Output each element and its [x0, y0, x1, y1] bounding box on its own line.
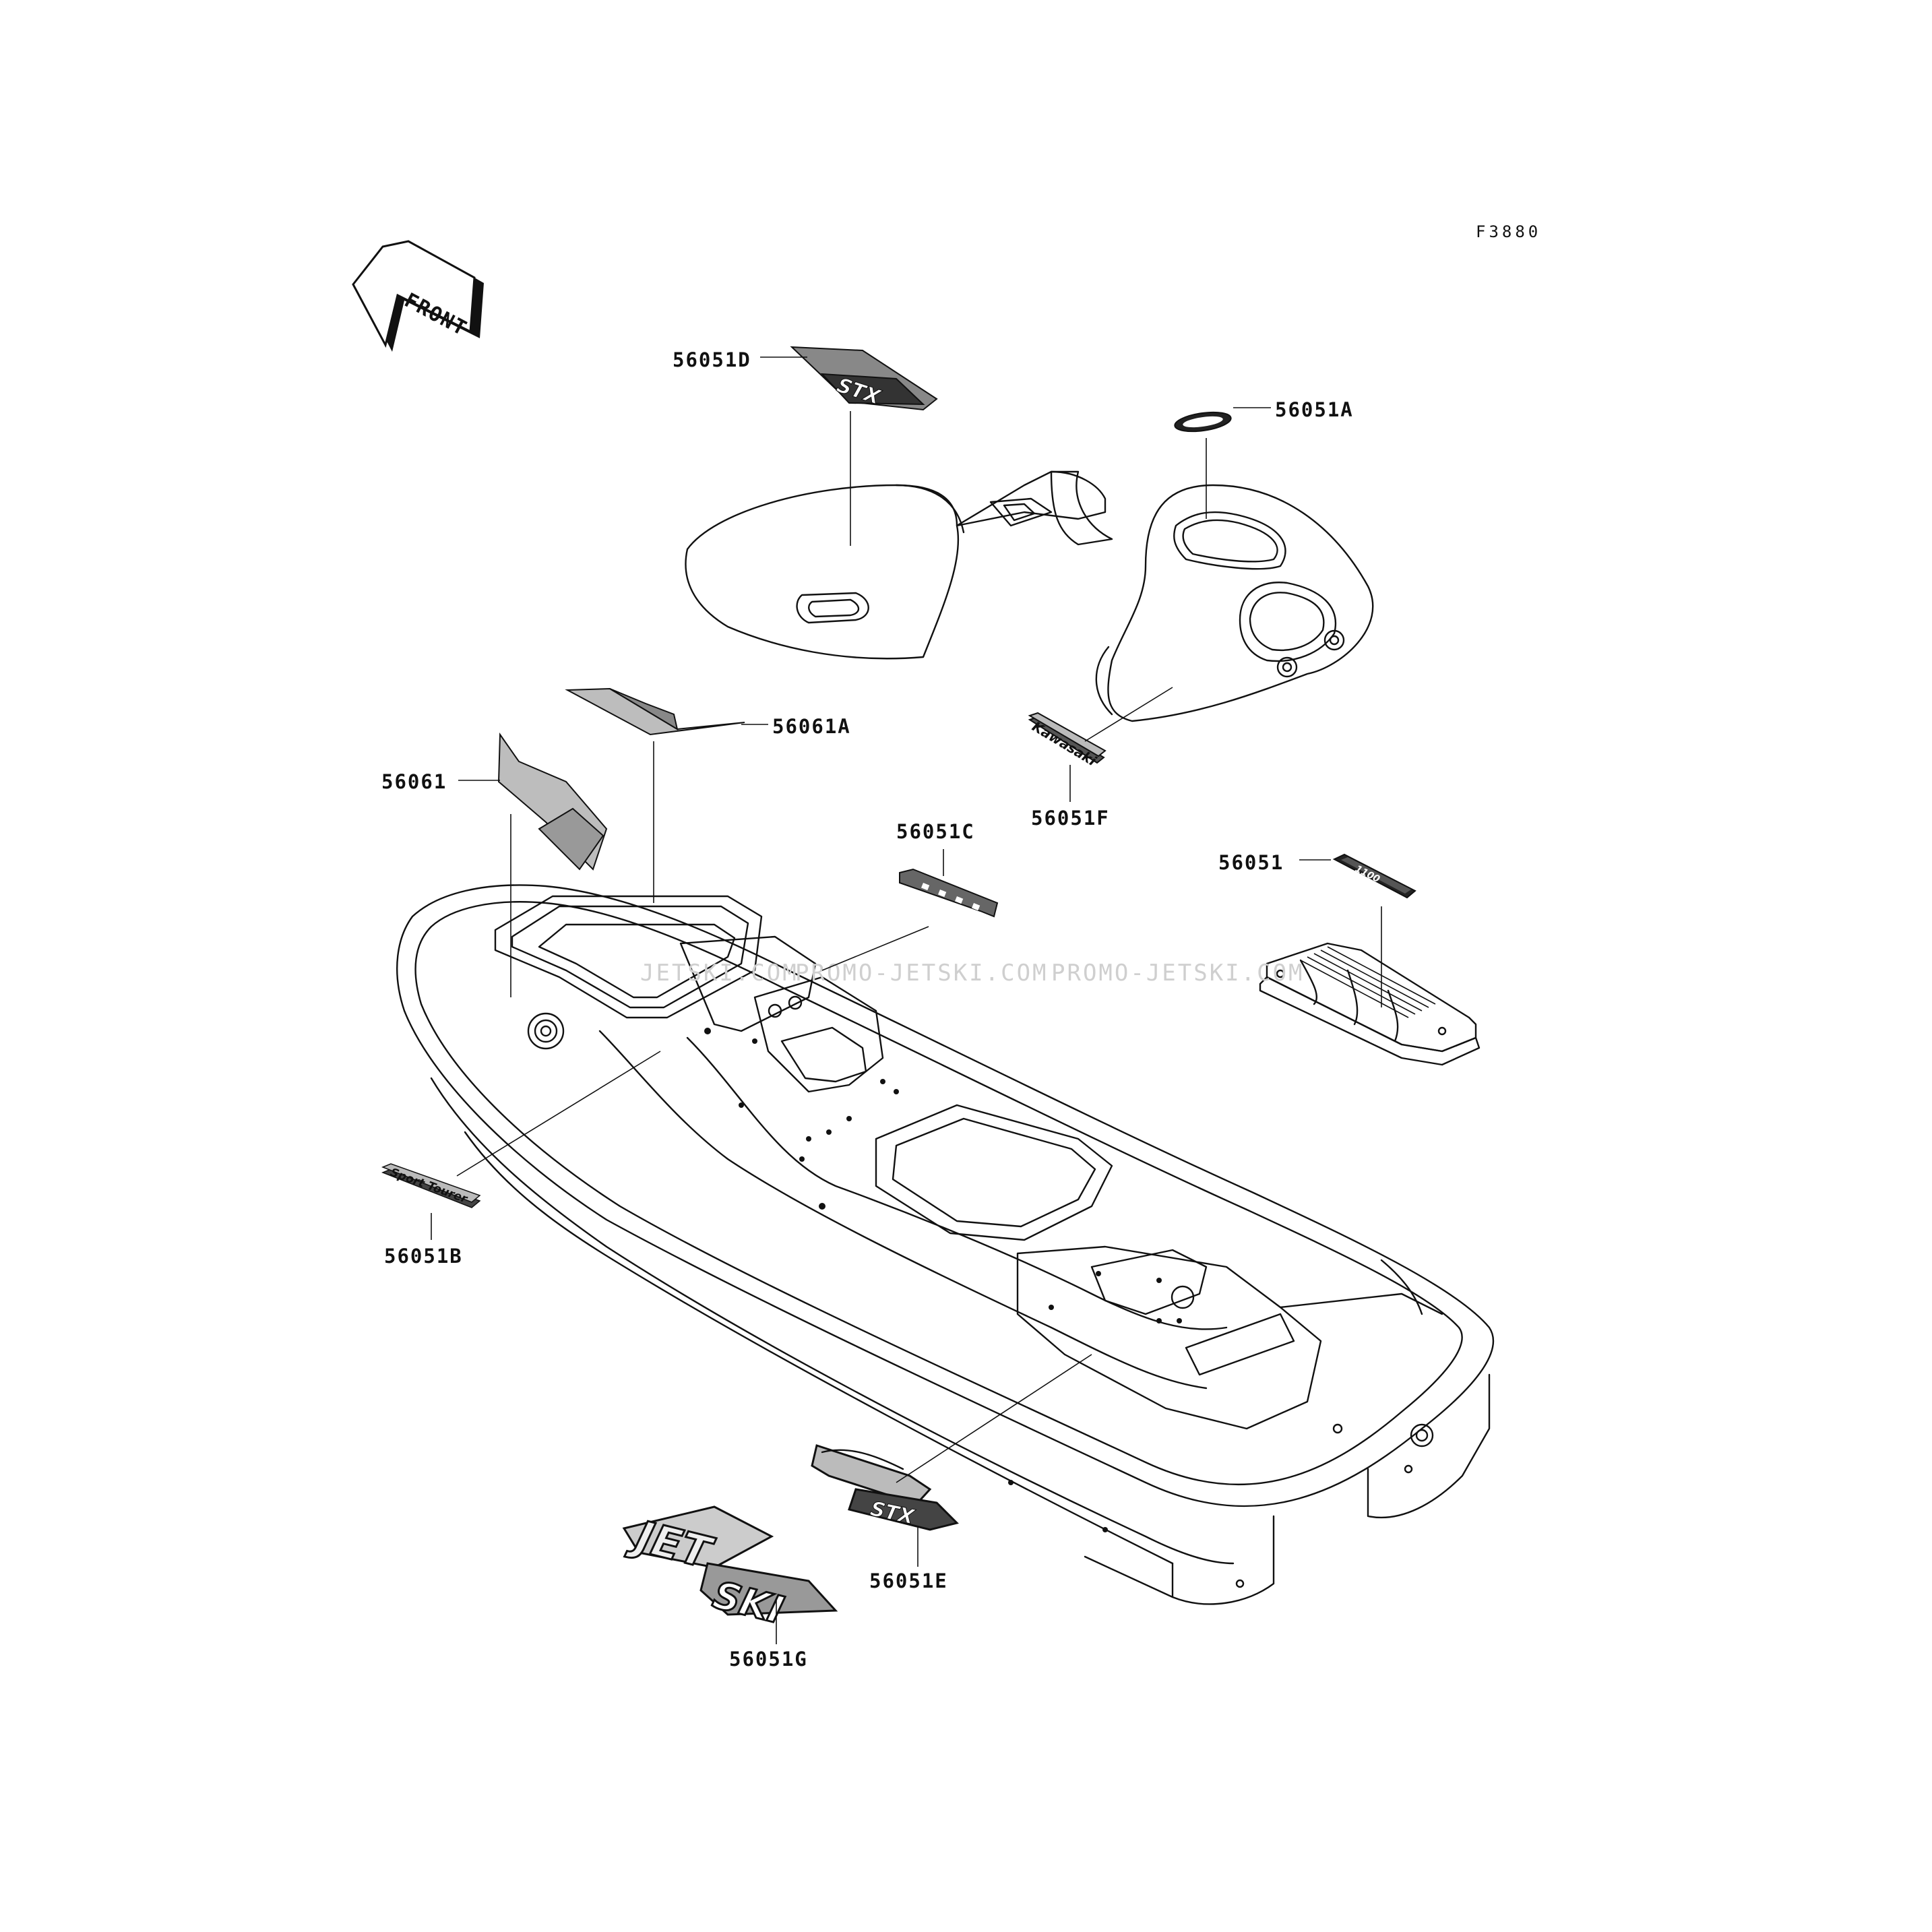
hull-deck: [396, 884, 1495, 1605]
decal-56061: [497, 732, 608, 871]
label-56051: 56051: [1218, 851, 1284, 874]
air-box: [1259, 942, 1481, 1066]
label-56061A: 56061A: [772, 715, 851, 738]
decal-56051D: STX: [790, 346, 938, 411]
decal-56051F: Kawasaki: [1028, 712, 1107, 770]
label-56051E: 56051E: [869, 1569, 948, 1592]
seat: [685, 470, 1113, 660]
decal-56051: 1100: [1332, 853, 1416, 899]
label-56061: 56061: [381, 770, 447, 793]
decal-56051G: JET SKI: [622, 1505, 838, 1633]
watermark-2: PROMO-JETSKI.COM: [795, 960, 1049, 987]
label-56051F: 56051F: [1031, 807, 1110, 830]
label-56051D: 56051D: [673, 348, 751, 371]
decal-56051A: [1174, 411, 1232, 433]
decal-56051C: [899, 868, 999, 918]
watermark-1: JETSKI.COM: [640, 960, 799, 987]
diagram-code: F3880: [1476, 222, 1541, 241]
watermark-3: PROMO-JETSKI.COM: [1051, 960, 1305, 987]
label-56051B: 56051B: [384, 1245, 463, 1268]
leader-lines: [431, 356, 1382, 1644]
front-arrow-icon: FRONT: [352, 240, 484, 352]
label-56051G: 56051G: [729, 1648, 808, 1671]
handlepole-cover: [1095, 484, 1374, 722]
label-56051A: 56051A: [1275, 398, 1354, 421]
part-labels: 56051D 56051A 56061A 56061 56051F 56051C…: [381, 348, 1354, 1671]
svg-text:Sport Tourer: Sport Tourer: [388, 1166, 470, 1206]
label-56051C: 56051C: [896, 820, 975, 843]
decal-56051E: STX: [811, 1444, 959, 1531]
decal-56061A: [565, 687, 745, 736]
